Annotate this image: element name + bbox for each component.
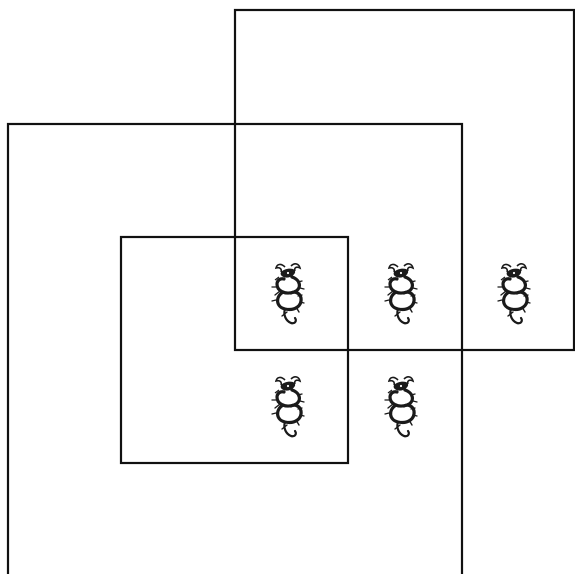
upper-right-square <box>235 10 574 350</box>
dragon-icon <box>498 264 530 323</box>
dragon-icon <box>272 264 304 323</box>
dragon-icon <box>385 377 417 436</box>
dragon-icon <box>385 264 417 323</box>
dragon-icon <box>272 377 304 436</box>
